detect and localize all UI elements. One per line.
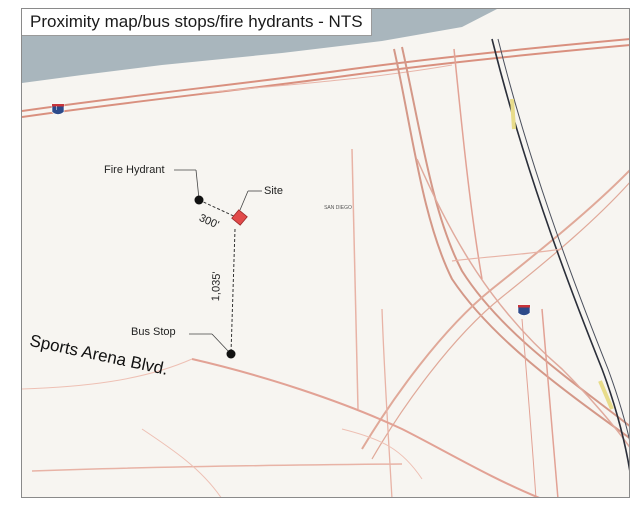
busstop-site-distance-line [230,228,236,354]
fire-hydrant-label: Fire Hydrant [104,164,165,176]
ramp-road [393,48,629,439]
site-marker-icon [231,209,248,226]
site-label: Site [264,185,283,197]
freeway-top [22,38,629,112]
map-canvas [22,9,629,497]
interstate-shield-icon [51,103,65,115]
map-title: Proximity map/bus stops/fire hydrants - … [22,9,372,36]
bus-stop-label: Bus Stop [131,326,176,338]
map-frame: Proximity map/bus stops/fire hydrants - … [21,8,630,498]
hydrant-site-distance-line [198,199,239,219]
interstate-shield-icon [517,304,531,316]
san-diego-place-label: SAN DIEGO [324,205,352,211]
busstop-distance-label: 1,035' [210,271,224,302]
rail-line [491,38,629,471]
interstate-shield-label: I [56,106,58,112]
fire-hydrant-marker-icon [194,195,204,205]
sports-arena-road [191,358,540,497]
bus-stop-marker-icon [226,349,236,359]
